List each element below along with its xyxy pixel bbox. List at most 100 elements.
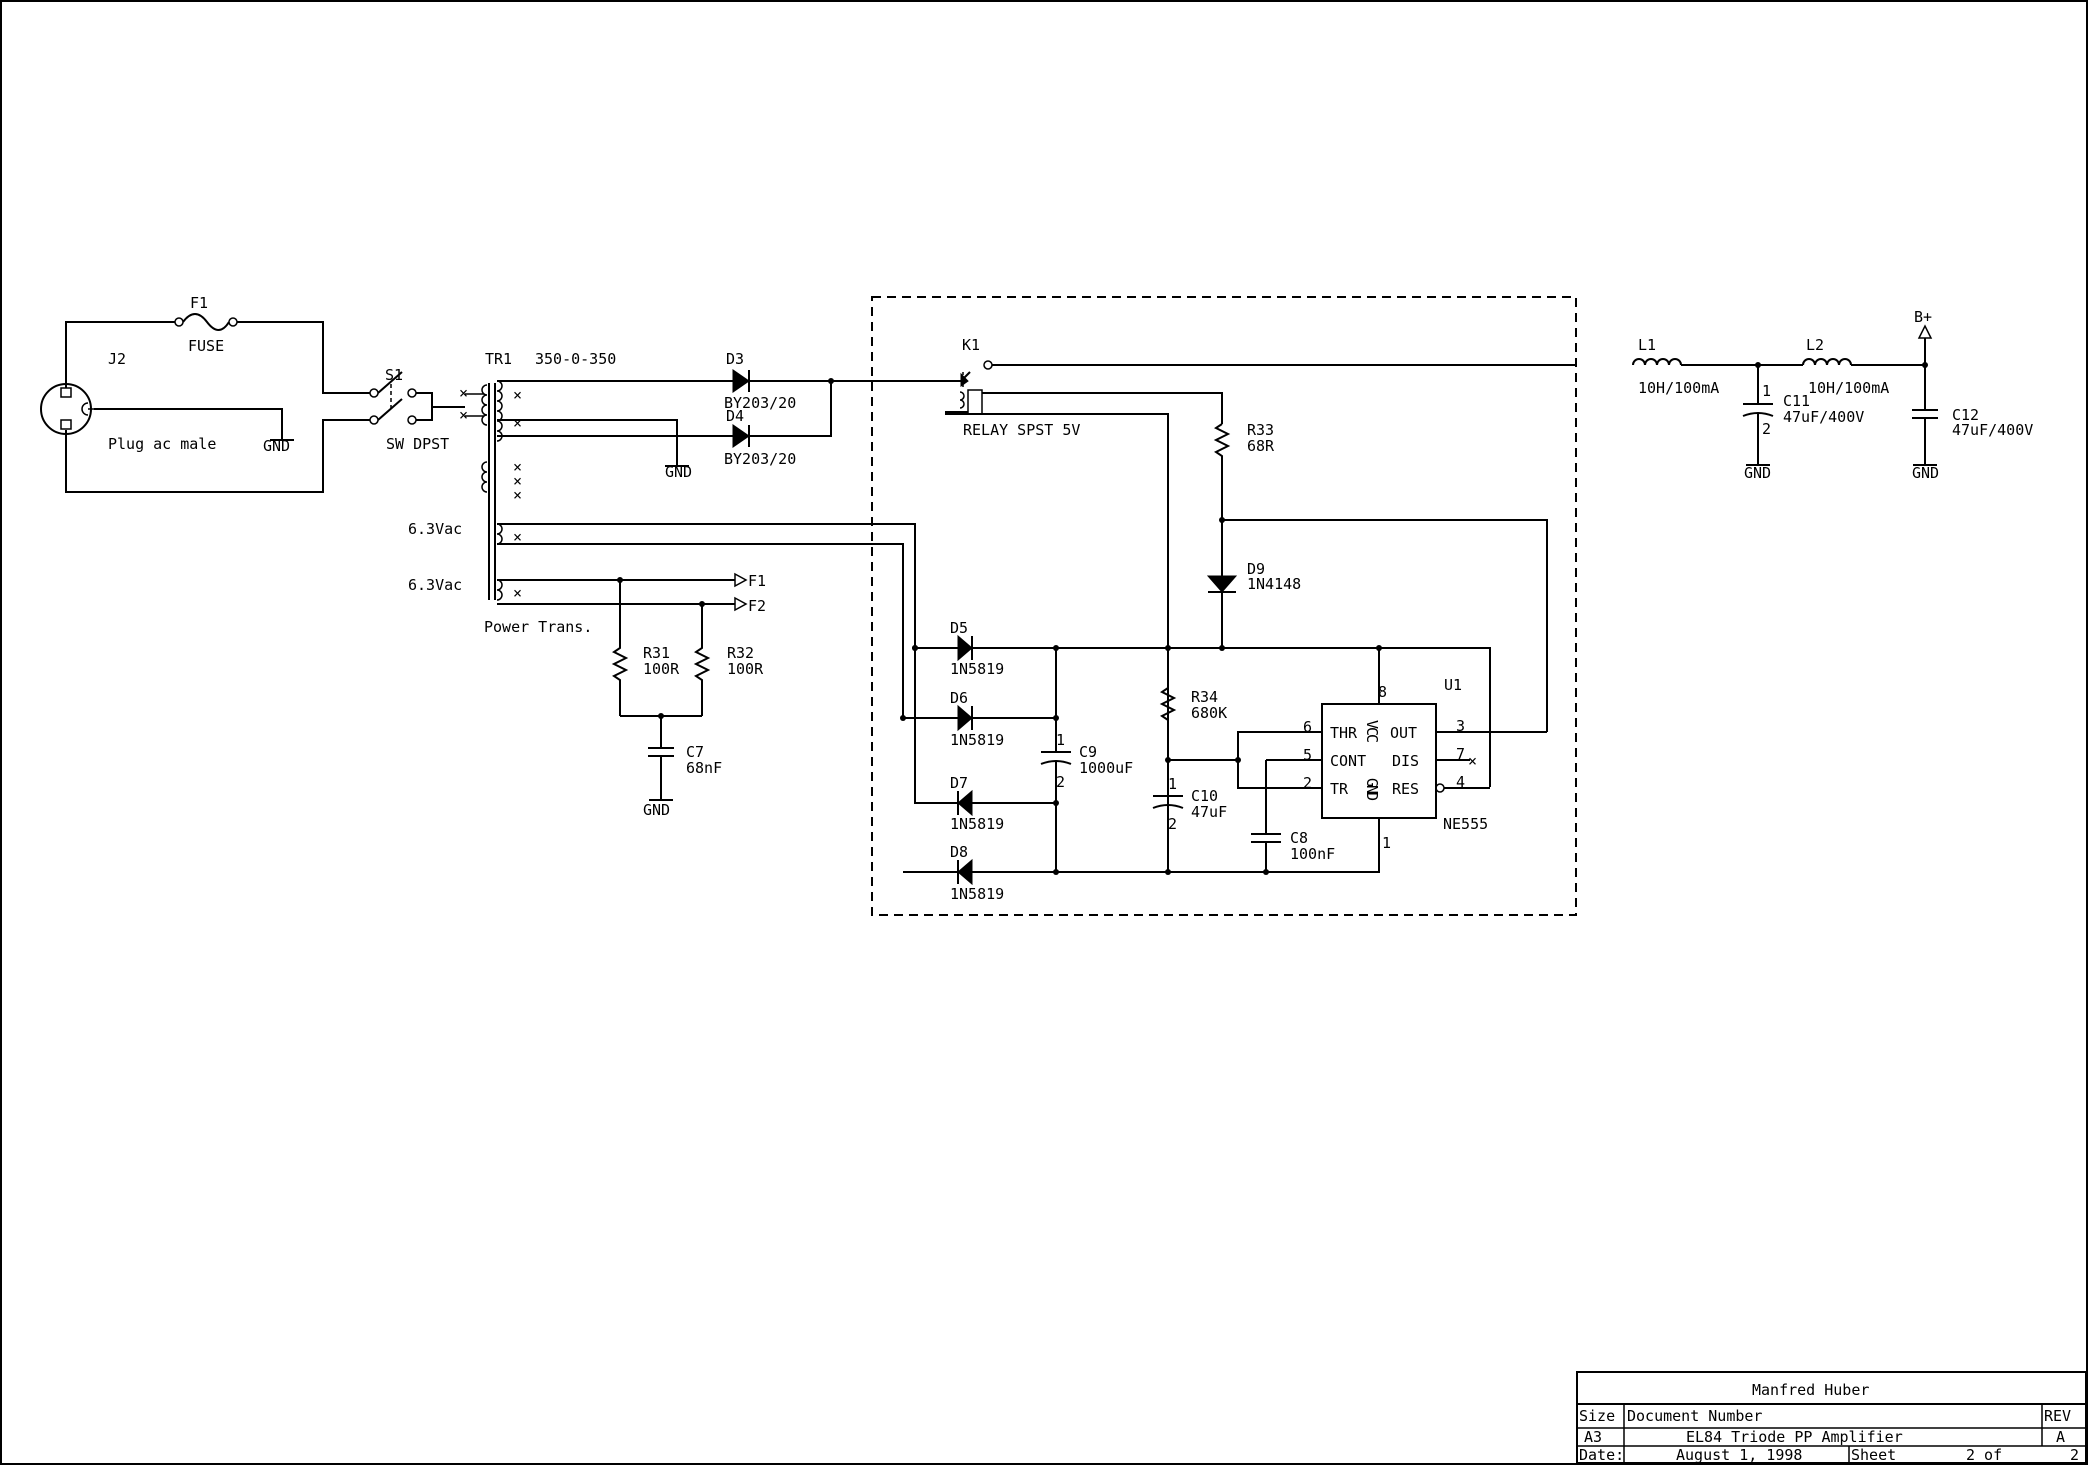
l2-value-label: 10H/100mA	[1808, 379, 1889, 397]
sheet-label: Sheet	[1851, 1446, 1896, 1464]
c9-label: C9	[1079, 743, 1097, 761]
f1-out-label: F1	[748, 572, 766, 590]
r33-value-label: 68R	[1247, 437, 1275, 455]
heater-wiring: F1 F2 R31 100R R32 100R C7 68nF GND	[497, 523, 916, 819]
c12-label: C12	[1952, 406, 1979, 424]
d9-part-label: 1N4148	[1247, 575, 1301, 593]
svg-text:×: ×	[513, 486, 522, 504]
c8-label: C8	[1290, 829, 1308, 847]
c11-pin1: 1	[1762, 382, 1771, 400]
size-label: Size	[1579, 1407, 1615, 1425]
tr1-label: TR1	[485, 350, 512, 368]
d7-label: D7	[950, 774, 968, 792]
delay-circuit-box	[871, 296, 1577, 916]
rev-label: REV	[2044, 1407, 2071, 1425]
c9-pin1: 1	[1056, 731, 1065, 749]
r34-value-label: 680K	[1191, 704, 1227, 722]
r31-label: R31	[643, 644, 670, 662]
size-value: A3	[1584, 1428, 1602, 1446]
pin-gnd: GND	[1363, 778, 1381, 801]
output-filter: L1 10H/100mA L2 10H/100mA B+ 1 2 C11 47u…	[1632, 308, 2033, 482]
d6-label: D6	[950, 689, 968, 707]
pin-num-5: 5	[1303, 746, 1312, 764]
r33-label: R33	[1247, 421, 1274, 439]
sheet-of: 2 of	[1966, 1446, 2002, 1464]
switch-s1: S1 SW DPST	[369, 366, 465, 453]
c9-pin2: 2	[1056, 773, 1065, 791]
c8-value-label: 100nF	[1290, 845, 1335, 863]
c10-pin2: 2	[1168, 815, 1177, 833]
svg-text:×: ×	[513, 414, 522, 432]
ic-u1-ne555: THR CONT TR OUT DIS RES VCC GND 8 6 5 2 …	[1168, 676, 1547, 872]
r34-label: R34	[1191, 688, 1218, 706]
diode-d5: D5 1N5819	[912, 619, 1004, 678]
l2-label: L2	[1806, 336, 1824, 354]
f2-out-label: F2	[748, 597, 766, 615]
d5-part-label: 1N5819	[950, 660, 1004, 678]
d4-part-label: BY203/20	[724, 450, 796, 468]
power-trans-label: Power Trans.	[484, 618, 592, 636]
j2-connector: J2 Plug ac male	[40, 350, 216, 453]
pin-num-1: 1	[1382, 834, 1391, 852]
d8-label: D8	[950, 843, 968, 861]
fuse-f1: F1 FUSE	[174, 294, 370, 394]
tr1-rating-label: 350-0-350	[535, 350, 616, 368]
d4-label: D4	[726, 407, 744, 425]
d6-part-label: 1N5819	[950, 731, 1004, 749]
heater1-label: 6.3Vac	[408, 520, 462, 538]
capacitor-c9: 1 2 C9 1000uF	[1040, 648, 1133, 872]
svg-text:×: ×	[459, 406, 468, 424]
gnd-label-j2: GND	[263, 437, 290, 455]
docnum-value: EL84 Triode PP Amplifier	[1686, 1428, 1903, 1446]
r32-label: R32	[727, 644, 754, 662]
pin-num-2: 2	[1303, 774, 1312, 792]
diode-d6: D6 1N5819	[900, 689, 1059, 749]
d7-part-label: 1N5819	[950, 815, 1004, 833]
svg-text:×: ×	[513, 528, 522, 546]
c11-value-label: 47uF/400V	[1783, 408, 1864, 426]
resistor-r34: R34 680K	[1159, 648, 1227, 796]
d3-label: D3	[726, 350, 744, 368]
ht-rectifier: GND D3 BY203/20 D4 BY203/20	[497, 350, 961, 481]
c10-pin1: 1	[1168, 775, 1177, 793]
heater2-label: 6.3Vac	[408, 576, 462, 594]
pin-num-6: 6	[1303, 718, 1312, 736]
mains-wires: GND	[65, 321, 370, 493]
l1-label: L1	[1638, 336, 1656, 354]
r31-value-label: 100R	[643, 660, 680, 678]
svg-text:×: ×	[1468, 752, 1477, 770]
c10-value-label: 47uF	[1191, 803, 1227, 821]
pin-dis: DIS	[1392, 752, 1419, 770]
u1-part-label: NE555	[1443, 815, 1488, 833]
rev-value: A	[2056, 1428, 2065, 1446]
pin-vcc: VCC	[1363, 720, 1381, 742]
relay-label: RELAY SPST 5V	[963, 421, 1080, 439]
d3-part-label: BY203/20	[724, 394, 796, 412]
capacitor-c10: 1 2 C10 47uF	[1152, 775, 1227, 833]
pin-cont: CONT	[1330, 752, 1366, 770]
svg-text:×: ×	[513, 472, 522, 490]
svg-text:×: ×	[459, 384, 468, 402]
pin-out: OUT	[1390, 724, 1417, 742]
f1-label: F1	[190, 294, 208, 312]
pin-num-8: 8	[1378, 683, 1387, 701]
gnd-label-ct: GND	[665, 463, 692, 481]
date-label: Date:	[1579, 1446, 1624, 1464]
diode-d9: D9 1N4148	[1206, 520, 1301, 648]
pin-num-7: 7	[1456, 745, 1465, 763]
docnum-label: Document Number	[1627, 1407, 1762, 1425]
c12-value-label: 47uF/400V	[1952, 421, 2033, 439]
diode-d7: D7 1N5819	[914, 650, 1059, 833]
c10-label: C10	[1191, 787, 1218, 805]
pin-res: RES	[1392, 780, 1419, 798]
s1-label: S1	[385, 366, 403, 384]
gnd-label-c12: GND	[1912, 464, 1939, 482]
date-value: August 1, 1998	[1676, 1446, 1802, 1464]
pin-num-4: 4	[1456, 773, 1465, 791]
u1-label: U1	[1444, 676, 1462, 694]
l1-value-label: 10H/100mA	[1638, 379, 1719, 397]
relay-k1: K1 RELAY SPST 5V	[945, 336, 1577, 872]
d9-label: D9	[1247, 560, 1265, 578]
